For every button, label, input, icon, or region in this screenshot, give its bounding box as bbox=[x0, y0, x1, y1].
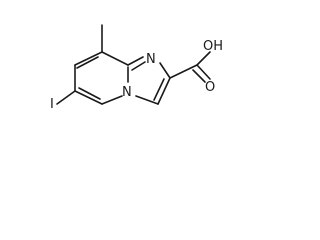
bond-c8-c7-double bbox=[76, 56, 99, 69]
bond-c-oh bbox=[196, 51, 211, 66]
atom-iodine: I bbox=[50, 97, 54, 112]
bond-c8a-c8 bbox=[101, 51, 129, 66]
bond-c8-c7 bbox=[74, 51, 103, 66]
atom-nitrogen-bridgehead: N bbox=[122, 85, 132, 100]
bond-n1-c2 bbox=[159, 62, 171, 79]
bond-c8a-n1 bbox=[127, 56, 144, 66]
bond-c3-n4 bbox=[135, 95, 159, 105]
bond-c2-c3 bbox=[157, 77, 171, 105]
bond-iodo bbox=[56, 90, 76, 105]
bond-c8a-n1-double bbox=[131, 61, 146, 71]
molecule-canvas: I N N O OH bbox=[0, 0, 248, 132]
bond-c-o-double-b bbox=[192, 69, 206, 83]
bond-carboxyl bbox=[169, 64, 198, 79]
structure-diagram: I N N O OH bbox=[50, 24, 223, 112]
bond-c2-c3-double bbox=[153, 78, 165, 101]
atom-hydroxyl: OH bbox=[203, 39, 223, 54]
bond-c5-n4 bbox=[101, 95, 123, 105]
atom-carbonyl-oxygen: O bbox=[205, 80, 215, 95]
bond-c-o-double-a bbox=[196, 64, 211, 80]
bond-c6-c5 bbox=[74, 90, 103, 105]
atom-nitrogen-top: N bbox=[146, 52, 156, 67]
bond-c6-c5-double bbox=[78, 87, 101, 100]
